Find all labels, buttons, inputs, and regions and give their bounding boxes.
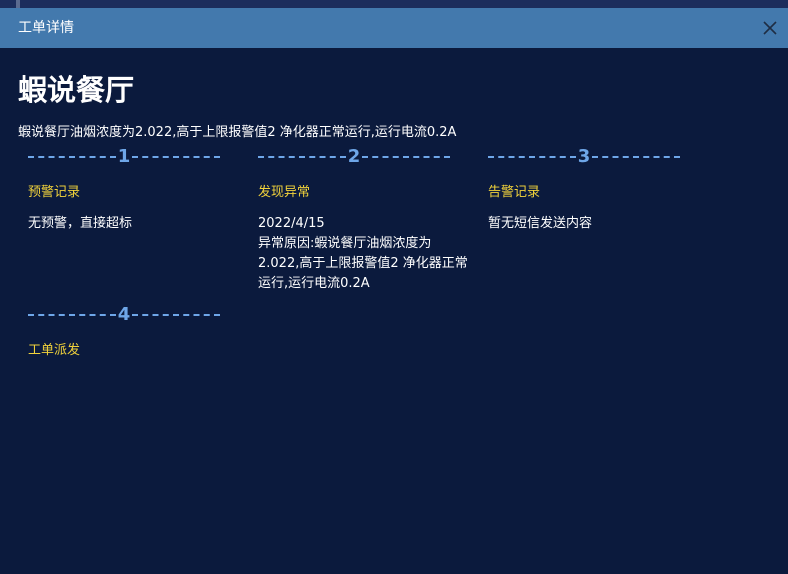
step-2: 2 发现异常 2022/4/15 异常原因:蝦说餐厅油烟浓度为2.022,高于上… bbox=[258, 146, 468, 294]
step-header: 3 bbox=[488, 146, 680, 168]
step-content-line: 无预警，直接超标 bbox=[28, 216, 133, 231]
dash-right bbox=[592, 156, 680, 158]
dash-right bbox=[132, 314, 220, 316]
step-header: 1 bbox=[28, 146, 220, 168]
work-order-modal: 工单详情 蝦说餐厅 蝦说餐厅油烟浓度为2.022,高于上限报警值2 净化器正常运… bbox=[0, 8, 788, 574]
step-content-line: 暂无短信发送内容 bbox=[488, 216, 593, 231]
step-content: 暂无短信发送内容 bbox=[488, 214, 698, 234]
step-3: 3 告警记录 暂无短信发送内容 bbox=[488, 146, 680, 234]
step-content-reason: 异常原因:蝦说餐厅油烟浓度为2.022,高于上限报警值2 净化器正常运行,运行电… bbox=[258, 236, 468, 291]
dash-left bbox=[28, 314, 116, 316]
alarm-summary: 蝦说餐厅油烟浓度为2.022,高于上限报警值2 净化器正常运行,运行电流0.2A bbox=[18, 125, 457, 140]
step-content-date: 2022/4/15 bbox=[258, 216, 325, 231]
dash-right bbox=[362, 156, 450, 158]
dash-left bbox=[28, 156, 116, 158]
background-marker bbox=[16, 0, 20, 8]
step-number: 4 bbox=[117, 304, 131, 325]
step-content: 无预警，直接超标 bbox=[28, 214, 238, 234]
step-content: 2022/4/15 异常原因:蝦说餐厅油烟浓度为2.022,高于上限报警值2 净… bbox=[258, 214, 468, 294]
dash-left bbox=[488, 156, 576, 158]
step-title: 发现异常 bbox=[258, 185, 311, 200]
close-icon bbox=[763, 21, 777, 35]
dash-left bbox=[258, 156, 346, 158]
dash-right bbox=[132, 156, 220, 158]
modal-title: 工单详情 bbox=[18, 20, 74, 36]
modal-header: 工单详情 bbox=[0, 8, 788, 48]
step-number: 2 bbox=[347, 146, 361, 167]
step-title: 告警记录 bbox=[488, 185, 541, 200]
step-header: 4 bbox=[28, 304, 220, 326]
step-number: 1 bbox=[117, 146, 131, 167]
step-4: 4 工单派发 bbox=[28, 304, 220, 360]
background-top-strip bbox=[0, 0, 788, 8]
step-header: 2 bbox=[258, 146, 450, 168]
modal-body: 蝦说餐厅 蝦说餐厅油烟浓度为2.022,高于上限报警值2 净化器正常运行,运行电… bbox=[0, 70, 788, 142]
step-number: 3 bbox=[577, 146, 591, 167]
step-title: 预警记录 bbox=[28, 185, 81, 200]
restaurant-name: 蝦说餐厅 bbox=[18, 73, 135, 107]
step-1: 1 预警记录 无预警，直接超标 bbox=[28, 146, 220, 234]
step-title: 工单派发 bbox=[28, 343, 81, 358]
close-button[interactable] bbox=[760, 18, 780, 38]
